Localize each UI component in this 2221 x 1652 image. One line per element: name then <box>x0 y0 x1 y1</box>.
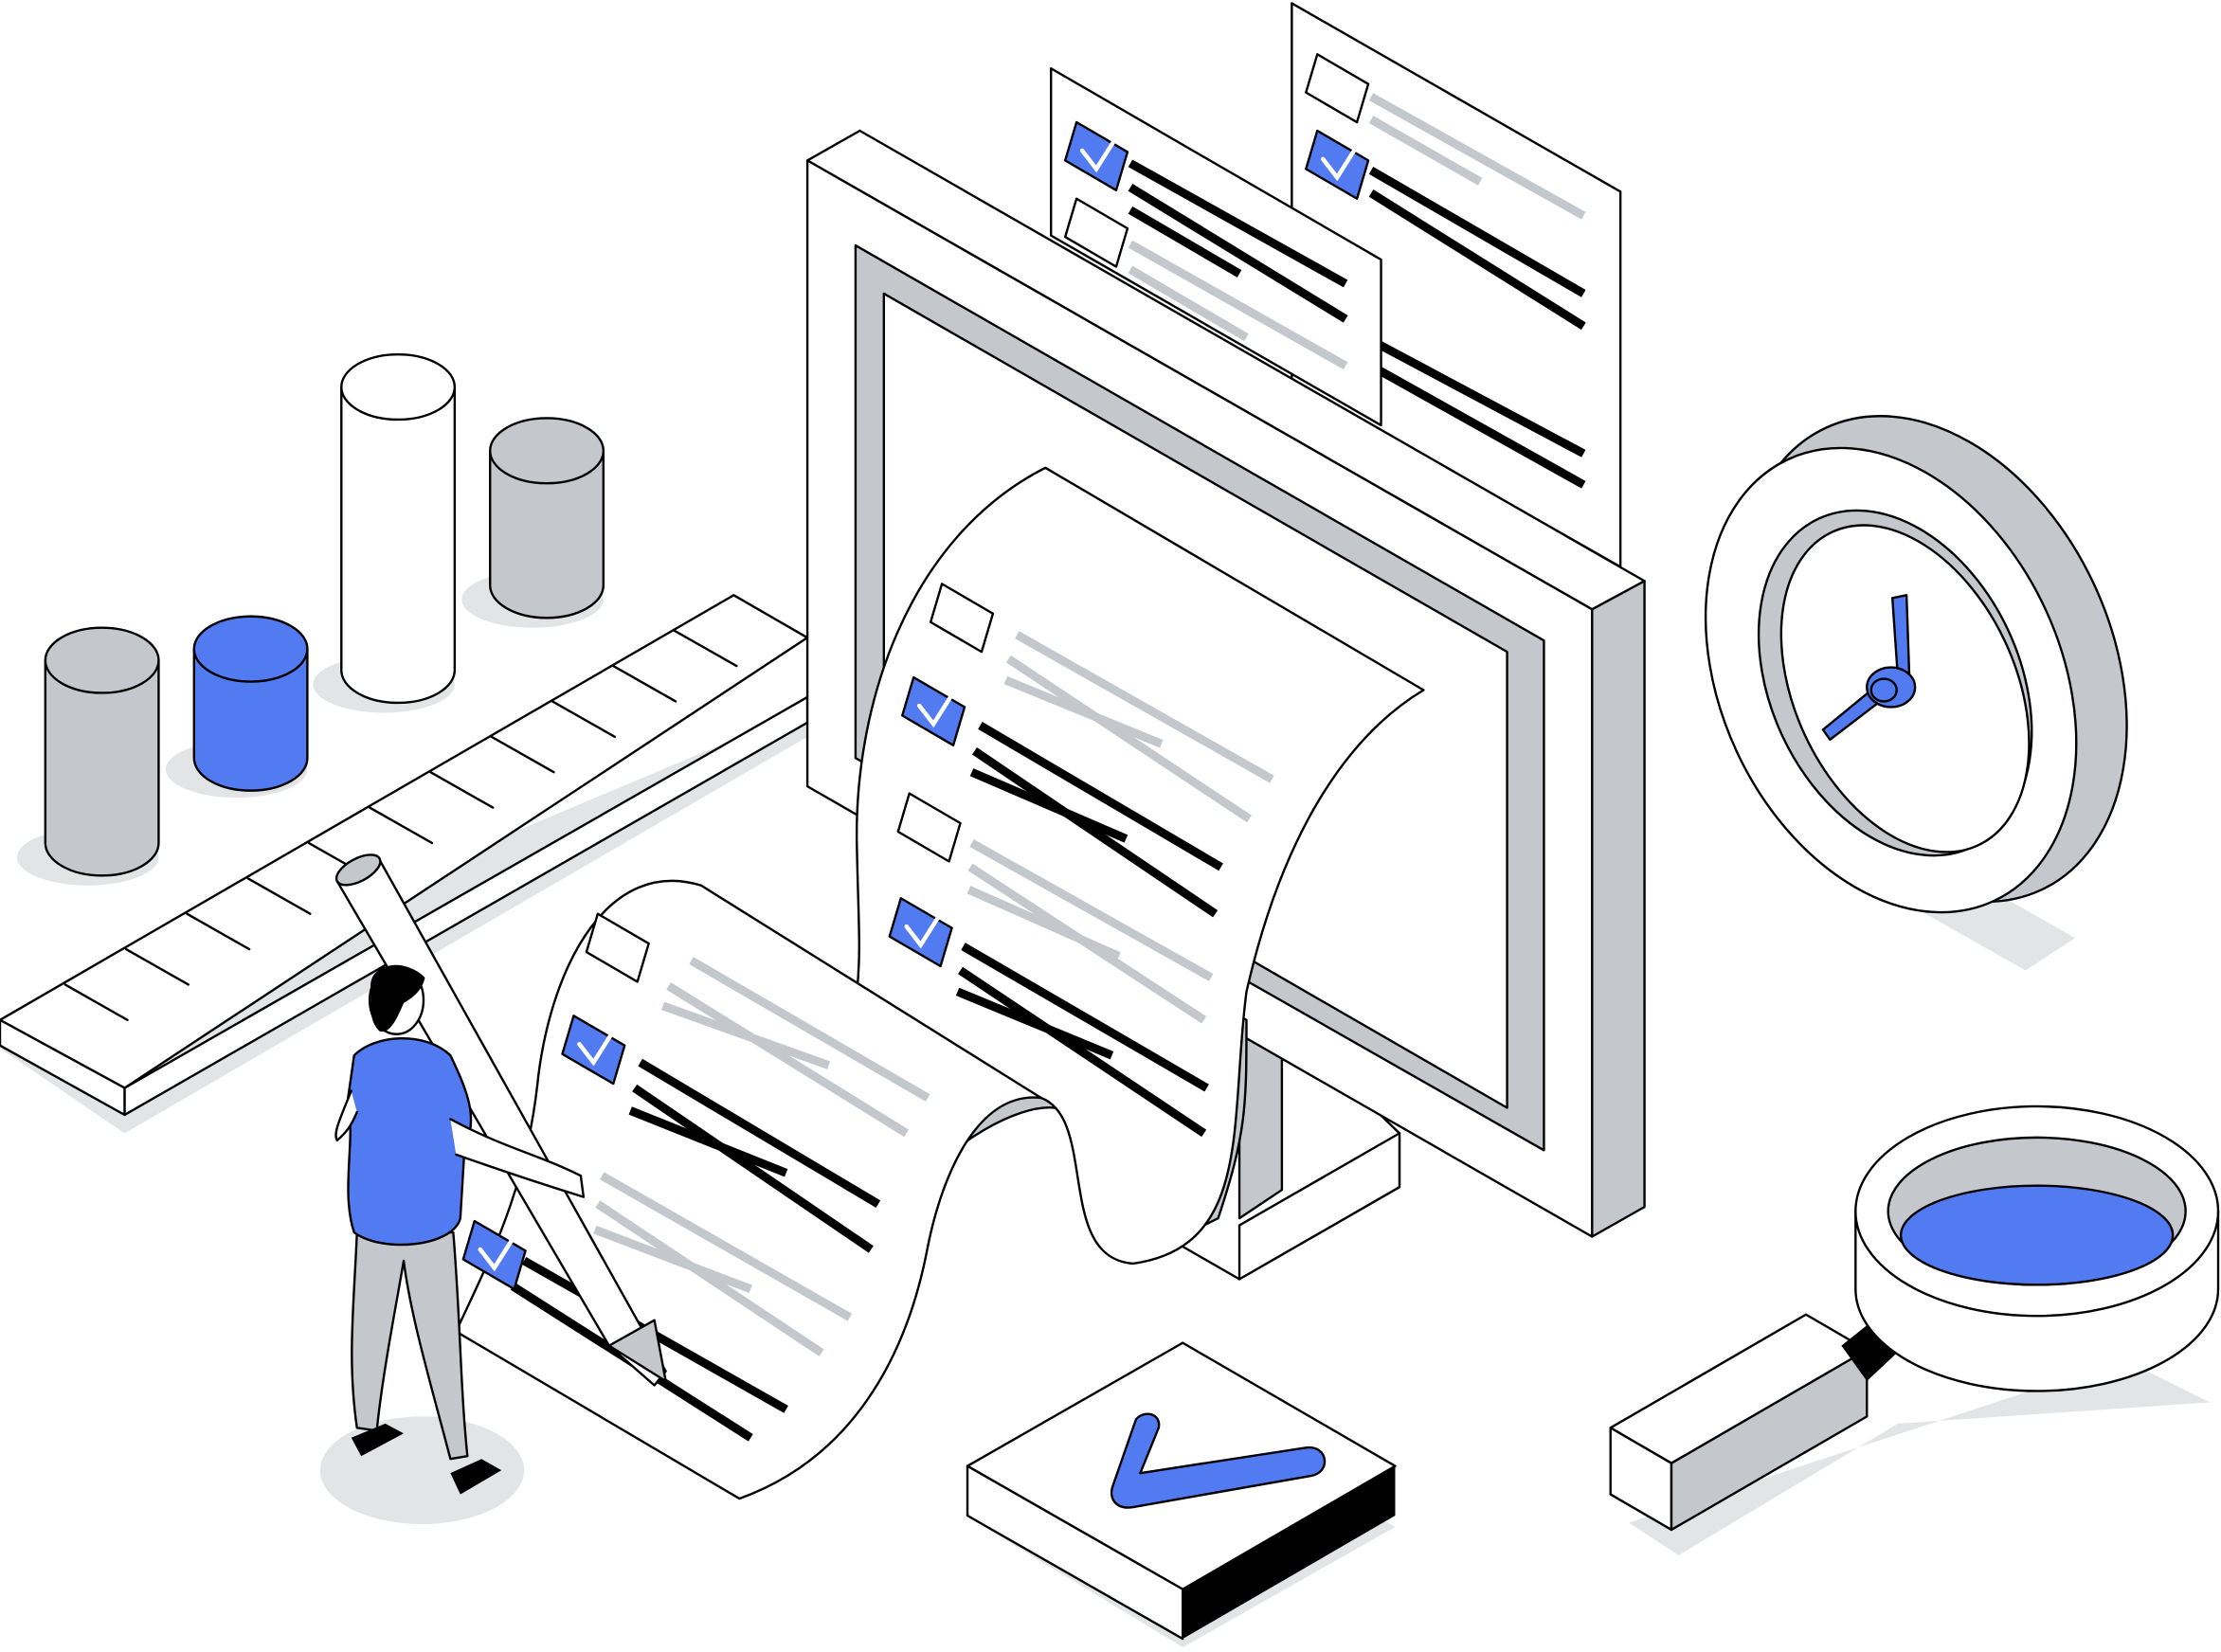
checkmark-block <box>966 1341 1397 1641</box>
cylinder-gray-right <box>489 417 605 620</box>
ruler <box>0 594 809 1117</box>
clock <box>1704 415 2128 914</box>
cylinder-white <box>340 353 457 705</box>
cylinder-blue <box>192 615 309 792</box>
magnifying-glass <box>1609 1104 2220 1532</box>
cylinder-gray-left <box>44 626 160 877</box>
document-front <box>1050 67 1382 427</box>
person <box>334 853 667 1495</box>
checklist-paper <box>455 466 1425 1500</box>
